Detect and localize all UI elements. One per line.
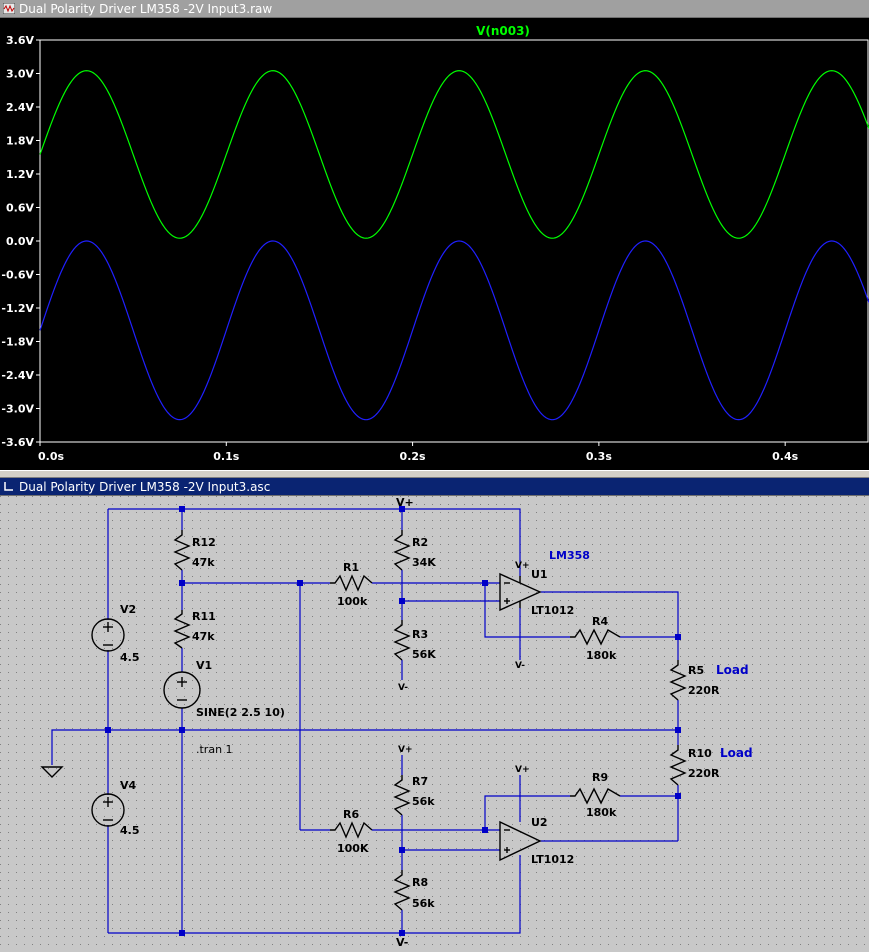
y-tick-label: -3.6V xyxy=(1,436,34,449)
opamp-u2[interactable] xyxy=(499,820,542,862)
y-tick-label: -0.6V xyxy=(1,269,34,282)
y-tick-label: -1.2V xyxy=(1,302,34,315)
resistor-r2[interactable] xyxy=(393,530,411,571)
waveform-window-title: Dual Polarity Driver LM358 -2V Input3.ra… xyxy=(19,2,273,16)
schematic-canvas[interactable]: V+ V+ V- V- V+ V+ V- R12 47k R11 47k R1 … xyxy=(0,496,869,952)
tran-directive[interactable]: .tran 1 xyxy=(196,743,233,756)
label-r8: R8 xyxy=(412,876,428,889)
label-r9: R9 xyxy=(592,771,608,784)
y-tick-label: 1.8V xyxy=(6,135,34,148)
value-r7: 56k xyxy=(412,795,435,808)
voltage-source-v1[interactable] xyxy=(163,671,201,709)
x-tick-label: 0.3s xyxy=(586,450,612,463)
resistor-r10[interactable] xyxy=(669,745,687,786)
value-r8: 56k xyxy=(412,897,435,910)
label-vplus-r7: V+ xyxy=(398,745,413,755)
pane-splitter[interactable] xyxy=(0,470,869,478)
label-r4: R4 xyxy=(592,615,608,628)
label-r7: R7 xyxy=(412,775,428,788)
x-tick-label: 0.4s xyxy=(772,450,798,463)
y-tick-label: 3.0V xyxy=(6,68,34,81)
voltage-source-v4[interactable] xyxy=(91,793,125,827)
resistor-r1[interactable] xyxy=(330,574,373,592)
label-r2: R2 xyxy=(412,536,428,549)
label-vplus-u2: V+ xyxy=(515,765,530,775)
label-vplus-top: V+ xyxy=(396,496,414,509)
y-tick-label: 1.2V xyxy=(6,168,34,181)
waveform-title-bar[interactable]: Dual Polarity Driver LM358 -2V Input3.ra… xyxy=(0,0,869,18)
ground-symbol[interactable] xyxy=(40,766,64,778)
label-u1: U1 xyxy=(531,568,548,581)
value-r1: 100k xyxy=(337,595,368,608)
label-u2: U2 xyxy=(531,816,548,829)
resistor-r7[interactable] xyxy=(393,775,411,816)
label-r1: R1 xyxy=(343,561,359,574)
junctions xyxy=(105,506,681,936)
label-v1: V1 xyxy=(196,659,212,672)
value-r12: 47k xyxy=(192,556,215,569)
x-tick-label: 0.1s xyxy=(213,450,239,463)
value-v2: 4.5 xyxy=(120,651,140,664)
label-r11: R11 xyxy=(192,610,216,623)
value-r5: 220R xyxy=(688,684,720,697)
y-tick-label: 0.0V xyxy=(6,235,34,248)
y-tick-label: 3.6V xyxy=(6,34,34,47)
label-vminus-u1: V- xyxy=(515,661,525,671)
y-tick-label: -2.4V xyxy=(1,369,34,382)
trace-label[interactable]: V(n003) xyxy=(476,24,530,38)
resistor-r12[interactable] xyxy=(173,530,191,571)
label-v2: V2 xyxy=(120,603,136,616)
label-r10: R10 xyxy=(688,747,712,760)
y-tick-label: -1.8V xyxy=(1,336,34,349)
label-vplus-u1: V+ xyxy=(515,561,530,571)
value-r2: 34K xyxy=(412,556,436,569)
value-u2: LT1012 xyxy=(531,853,574,866)
value-v1: SINE(2 2.5 10) xyxy=(196,706,285,719)
schematic-title-bar[interactable]: Dual Polarity Driver LM358 -2V Input3.as… xyxy=(0,478,869,496)
label-vminus-bottom: V- xyxy=(396,936,408,949)
plot-background xyxy=(0,18,869,470)
value-r11: 47k xyxy=(192,630,215,643)
resistor-r6[interactable] xyxy=(330,821,373,839)
label-r6: R6 xyxy=(343,808,359,821)
y-tick-label: 2.4V xyxy=(6,101,34,114)
label-load1: Load xyxy=(716,663,749,677)
resistor-r5[interactable] xyxy=(669,660,687,701)
schematic-window-icon xyxy=(4,482,13,491)
waveform-window: Dual Polarity Driver LM358 -2V Input3.ra… xyxy=(0,0,869,470)
value-r6: 100K xyxy=(337,842,369,855)
value-v4: 4.5 xyxy=(120,824,140,837)
voltage-source-v2[interactable] xyxy=(91,618,125,652)
value-u1: LT1012 xyxy=(531,604,574,617)
value-r9: 180k xyxy=(586,806,617,819)
y-tick-label: 0.6V xyxy=(6,202,34,215)
y-tick-label: -3.0V xyxy=(1,403,34,416)
waveform-plot[interactable]: V(n003) 3.6V 3.0V 2.4V 1.8V 1.2V 0.6V 0.0V -0.6… xyxy=(0,18,869,470)
resistor-r4[interactable] xyxy=(570,628,621,646)
label-v4: V4 xyxy=(120,779,137,792)
x-tick-label: 0.2s xyxy=(400,450,426,463)
resistor-r8[interactable] xyxy=(393,870,411,911)
label-r12: R12 xyxy=(192,536,216,549)
label-r5: R5 xyxy=(688,664,704,677)
label-load2: Load xyxy=(720,746,753,760)
resistor-r9[interactable] xyxy=(570,787,621,805)
x-tick-label: 0.0s xyxy=(38,450,64,463)
value-r3: 56K xyxy=(412,648,436,661)
resistor-r11[interactable] xyxy=(173,610,191,649)
label-lm358: LM358 xyxy=(549,549,590,562)
value-r10: 220R xyxy=(688,767,720,780)
label-vminus-r3: V- xyxy=(398,683,408,693)
resistor-r3[interactable] xyxy=(393,620,411,661)
label-r3: R3 xyxy=(412,628,428,641)
waveform-trace-1[interactable] xyxy=(39,70,869,239)
schematic-window-title: Dual Polarity Driver LM358 -2V Input3.as… xyxy=(19,480,271,494)
schematic-window: Dual Polarity Driver LM358 -2V Input3.as… xyxy=(0,478,869,952)
waveform-window-icon xyxy=(3,3,15,14)
waveform-trace-2[interactable] xyxy=(39,240,869,421)
opamp-u1[interactable] xyxy=(499,572,542,612)
value-r4: 180k xyxy=(586,649,617,662)
